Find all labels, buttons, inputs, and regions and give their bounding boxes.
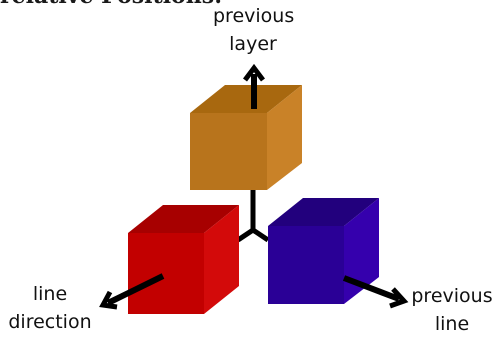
cube-top-face (128, 205, 239, 233)
label-line-direction: line direction (0, 280, 100, 336)
connector (236, 190, 270, 243)
label-line-2: layer (229, 33, 277, 55)
arrow-down-left (99, 273, 165, 310)
cube-top-face (268, 198, 379, 226)
cube-front-face (128, 233, 204, 314)
cube-previous-layer (190, 85, 302, 190)
cube-previous-line (268, 198, 379, 304)
connector-right (251, 227, 270, 243)
label-line-1: previous (213, 5, 295, 27)
cube-front-face (268, 226, 344, 304)
label-line-1: line (32, 283, 68, 305)
cube-side-face (204, 205, 239, 314)
label-previous-layer: previous layer (213, 2, 295, 58)
cube-top-face (190, 85, 302, 113)
label-previous-line: previous line (408, 282, 496, 338)
cube-side-face (267, 85, 302, 190)
connector-left (236, 227, 255, 243)
label-line-2: line (434, 313, 470, 335)
label-line-1: previous (411, 285, 493, 307)
cube-side-face (344, 198, 379, 304)
cube-line-direction (128, 205, 239, 314)
slide-heading: relative Positions: (0, 0, 222, 9)
cube-front-face (190, 113, 267, 190)
label-line-2: direction (8, 311, 92, 333)
cube-diagram (99, 63, 409, 314)
arrow-up (243, 63, 265, 109)
arrow-down-right (342, 275, 409, 309)
